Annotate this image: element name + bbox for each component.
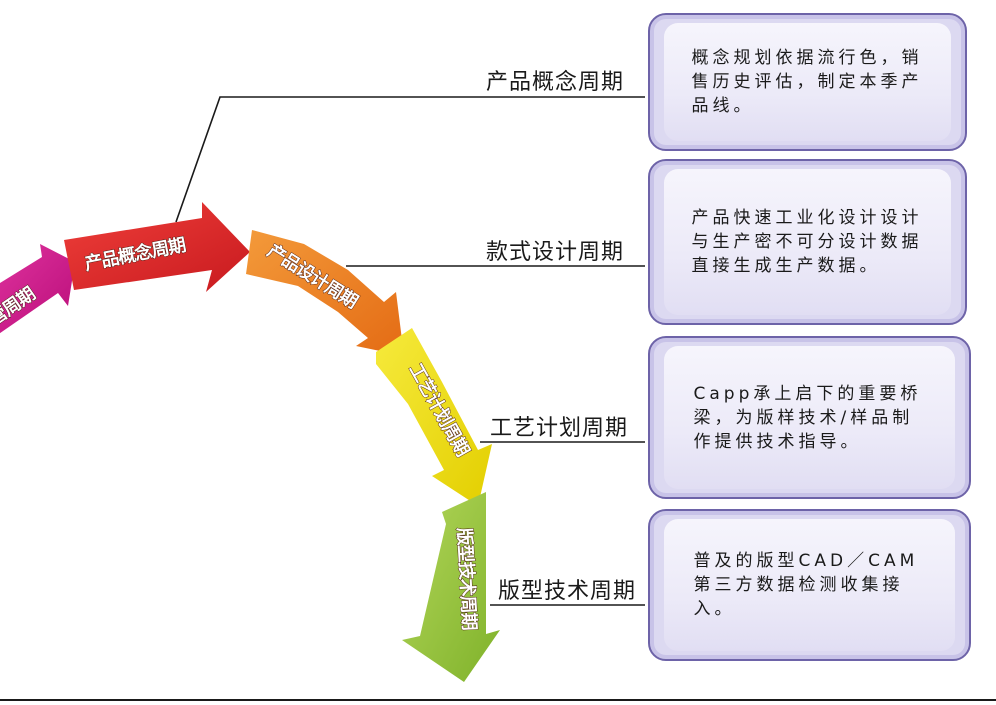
description-text-pattern-tech: 普及的版型CAD／CAM第三方数据检测收集接入。 xyxy=(693,551,919,619)
stage-label-style-design: 款式设计周期 xyxy=(486,240,625,265)
stage-label-process-plan: 工艺计划周期 xyxy=(490,416,629,441)
arrow-segment-green xyxy=(402,492,500,682)
bottom-divider xyxy=(0,699,996,701)
description-box-pattern-tech: 普及的版型CAD／CAM第三方数据检测收集接入。 xyxy=(648,509,971,661)
description-box-style-design: 产品快速工业化设计设计与生产密不可分设计数据直接生成生产数据。 xyxy=(648,159,967,325)
stage-label-concept: 产品概念周期 xyxy=(486,70,625,95)
arrow-segment-magenta xyxy=(0,244,75,334)
arrow-segment-yellow xyxy=(376,328,492,506)
arrow-segment-orange xyxy=(246,230,404,356)
connector-line-1 xyxy=(175,96,645,223)
stage-label-pattern-tech: 版型技术周期 xyxy=(498,579,637,604)
description-text-concept: 概念规划依据流行色，销售历史评估，制定本季产品线。 xyxy=(691,48,923,116)
description-box-concept: 概念规划依据流行色，销售历史评估，制定本季产品线。 xyxy=(648,13,967,151)
description-text-process-plan: Capp承上启下的重要桥梁，为版样技术/样品制作提供技术指导。 xyxy=(693,383,922,452)
description-box-process-plan: Capp承上启下的重要桥梁，为版样技术/样品制作提供技术指导。 xyxy=(648,336,971,499)
description-text-style-design: 产品快速工业化设计设计与生产密不可分设计数据直接生成生产数据。 xyxy=(691,208,923,276)
arrow-segment-red xyxy=(64,202,250,292)
